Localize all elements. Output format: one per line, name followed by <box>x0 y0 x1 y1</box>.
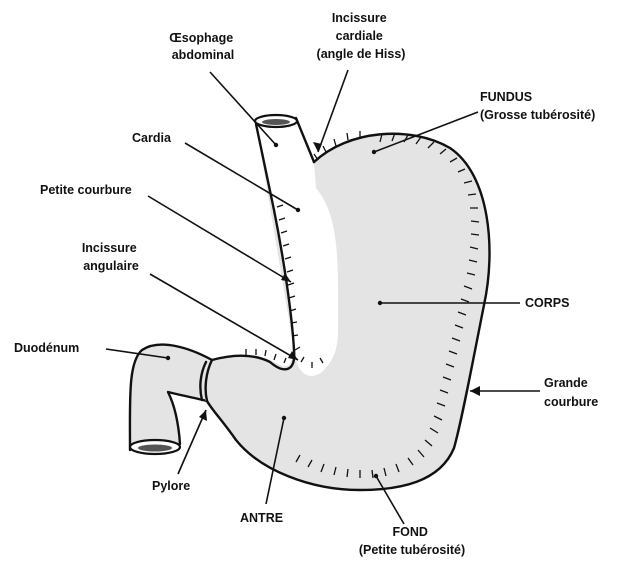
label-incisure-cardiale-line2: cardiale <box>336 29 383 43</box>
label-fond-line1: FOND <box>393 525 428 539</box>
label-cardia: Cardia <box>132 131 172 145</box>
label-incisure-angulaire-line2: angulaire <box>83 259 139 273</box>
label-antre-line1: ANTRE <box>240 511 283 525</box>
label-pylore-line1: Pylore <box>152 479 190 493</box>
leader-pylore <box>178 410 206 474</box>
label-cardia-line1: Cardia <box>132 131 172 145</box>
label-duodenum-line1: Duodénum <box>14 341 79 355</box>
leader-oesophage <box>210 72 276 145</box>
label-corps-line1: CORPS <box>525 296 569 310</box>
leader-incisure-cardiale <box>318 70 348 152</box>
label-incisure-angulaire-line1: Incissure <box>82 241 137 255</box>
label-incisure-angulaire: Incissure angulaire <box>82 241 140 273</box>
leader-cardia <box>185 143 298 210</box>
label-pylore: Pylore <box>152 479 190 493</box>
label-oesophage-line2: abdominal <box>172 48 235 62</box>
label-grande-courbure-line2: courbure <box>544 395 598 409</box>
label-fond: FOND (Petite tubérosité) <box>359 525 465 557</box>
leader-petite-courbure <box>148 196 291 282</box>
label-petite-courbure-line1: Petite courbure <box>40 183 132 197</box>
label-incisure-cardiale: Incissure cardiale (angle de Hiss) <box>317 11 406 61</box>
label-oesophage-line1: Œsophage <box>169 31 233 45</box>
label-grande-courbure: Grande courbure <box>544 376 598 409</box>
label-fundus-line1: FUNDUS <box>480 90 532 104</box>
label-incisure-cardiale-line1: Incissure <box>332 11 387 25</box>
label-oesophage: Œsophage abdominal <box>169 31 236 62</box>
label-incisure-cardiale-line3: (angle de Hiss) <box>317 47 406 61</box>
label-corps: CORPS <box>525 296 569 310</box>
label-fond-line2: (Petite tubérosité) <box>359 543 465 557</box>
label-antre: ANTRE <box>240 511 283 525</box>
label-duodenum: Duodénum <box>14 341 79 355</box>
label-fundus-line2: (Grosse tubérosité) <box>480 108 595 122</box>
label-petite-courbure: Petite courbure <box>40 183 132 197</box>
label-fundus: FUNDUS (Grosse tubérosité) <box>480 90 595 122</box>
label-grande-courbure-line1: Grande <box>544 376 588 390</box>
stomach-body-shape <box>205 124 490 490</box>
